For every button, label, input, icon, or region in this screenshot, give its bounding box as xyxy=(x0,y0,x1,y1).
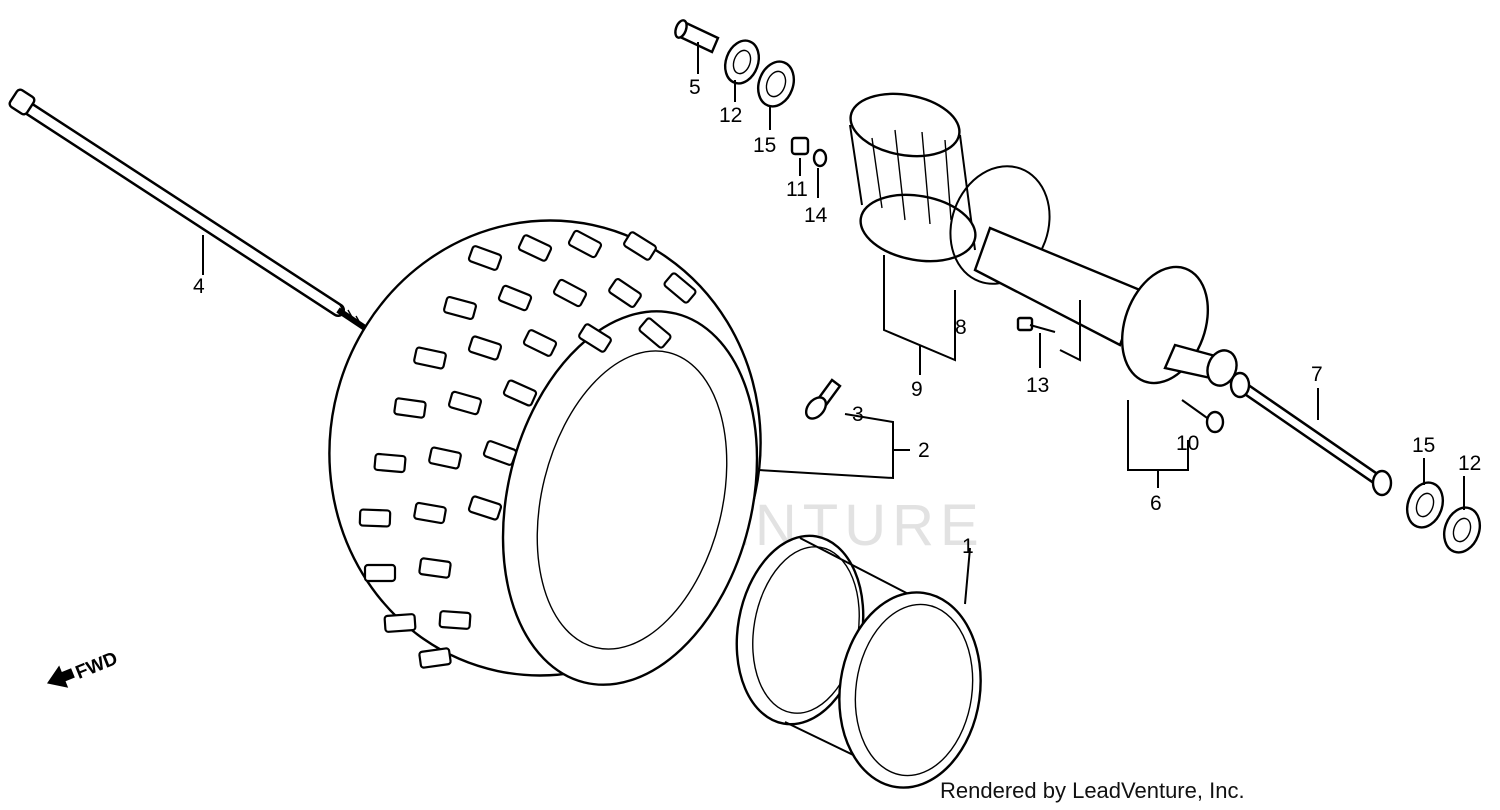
leader-lines xyxy=(202,42,1465,605)
callout-12-bottom: 12 xyxy=(1458,452,1481,475)
render-credit: Rendered by LeadVenture, Inc. xyxy=(940,778,1245,803)
bearing-part-12-top xyxy=(723,39,761,85)
callout-labels: 1 2 3 4 5 6 7 8 9 10 11 12 12 13 14 15 1… xyxy=(193,76,1481,558)
callout-8: 8 xyxy=(955,316,967,339)
bearing-part-15-top xyxy=(756,60,796,108)
bearing-part-15-bottom xyxy=(1405,481,1445,529)
bushing-part-5 xyxy=(674,19,720,54)
tire-part-2 xyxy=(328,219,762,686)
fwd-label: FWD xyxy=(73,648,121,684)
callout-14: 14 xyxy=(804,204,828,227)
callout-15-bottom: 15 xyxy=(1412,434,1435,457)
callout-5: 5 xyxy=(689,76,701,99)
valve-part-3 xyxy=(804,378,842,420)
bearing-part-12-bottom xyxy=(1442,506,1482,554)
arrow-left-icon xyxy=(46,665,75,688)
wheel-rim-part-1 xyxy=(735,534,982,789)
nut-part-11 xyxy=(790,136,810,156)
callout-6: 6 xyxy=(1150,492,1162,515)
callout-4: 4 xyxy=(193,275,205,298)
drum-part-9 xyxy=(849,92,977,263)
bolt-part-10 xyxy=(1181,399,1225,434)
callout-11: 11 xyxy=(786,178,808,201)
washer-part-14 xyxy=(812,148,828,168)
bolt-part-13 xyxy=(1016,316,1056,333)
callout-2: 2 xyxy=(918,439,930,462)
callout-9: 9 xyxy=(911,378,923,401)
callout-7: 7 xyxy=(1311,363,1323,386)
callout-13: 13 xyxy=(1026,374,1049,397)
shaft-part-7 xyxy=(1229,371,1393,497)
forward-direction-indicator: FWD xyxy=(46,648,121,688)
seal-ring-part-8 xyxy=(949,165,1051,285)
callout-1: 1 xyxy=(962,535,974,558)
axle-part-4 xyxy=(8,88,370,333)
callout-12-top: 12 xyxy=(719,104,742,127)
callout-3: 3 xyxy=(852,403,864,426)
callout-15-top: 15 xyxy=(753,134,776,157)
hub-part-6 xyxy=(973,226,1238,387)
callout-10: 10 xyxy=(1176,432,1199,455)
